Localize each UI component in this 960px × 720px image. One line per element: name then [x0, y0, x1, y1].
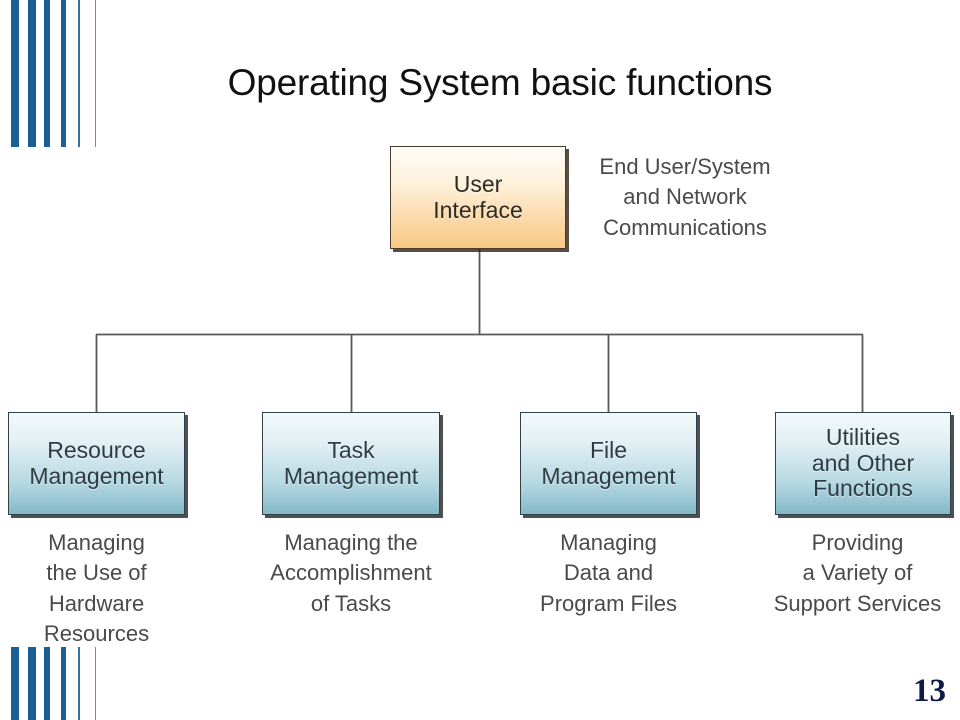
- decor-bar-top-1: [11, 0, 19, 147]
- node-resource-management[interactable]: Resource Management: [8, 412, 185, 515]
- decor-bar-bottom-4: [61, 647, 66, 720]
- node-user-interface-line1: User: [453, 170, 503, 197]
- node-file-management-line2: Management: [541, 462, 676, 489]
- caption-resource-management-line4: Resources: [43, 621, 150, 647]
- node-task-management-line2: Management: [283, 462, 419, 489]
- decor-bar-bottom-3: [44, 647, 50, 720]
- caption-utilities-line1: Providing: [811, 530, 904, 555]
- caption-file-management-line3: Program Files: [540, 590, 677, 616]
- caption-user-interface-line1: End User/System: [599, 154, 771, 179]
- caption-file-management-line2: Data and: [563, 560, 654, 586]
- caption-resource-management: Managing the Use of Hardware Resources: [0, 528, 193, 649]
- decor-bar-top-5: [78, 0, 80, 147]
- caption-user-interface-line3: Communications: [603, 214, 767, 240]
- caption-file-management-line1: Managing: [560, 530, 657, 555]
- node-file-management-line1: File: [589, 436, 628, 463]
- caption-resource-management-line1: Managing: [48, 530, 145, 555]
- caption-utilities: Providing a Variety of Support Services: [755, 528, 960, 619]
- decor-bar-top-3: [44, 0, 50, 147]
- node-utilities-line1: Utilities: [825, 423, 901, 450]
- caption-task-management-line2: Accomplishment: [270, 560, 432, 586]
- page-title: Operating System basic functions: [227, 62, 773, 103]
- decor-bar-top-4: [61, 0, 66, 147]
- decor-bar-bottom-2: [28, 647, 36, 720]
- node-utilities-line2: and Other: [811, 449, 915, 476]
- caption-user-interface-line2: and Network: [623, 184, 747, 210]
- caption-utilities-line3: Support Services: [773, 590, 942, 616]
- caption-task-management-line1: Managing the: [284, 530, 418, 555]
- caption-resource-management-line3: Hardware: [48, 590, 145, 616]
- caption-resource-management-line2: the Use of: [46, 560, 147, 586]
- node-task-management[interactable]: Task Management: [262, 412, 440, 515]
- caption-task-management-line3: of Tasks: [310, 590, 392, 616]
- decor-bar-top-6: [95, 0, 97, 147]
- node-task-management-line1: Task: [327, 436, 375, 463]
- caption-file-management: Managing Data and Program Files: [503, 528, 714, 619]
- node-utilities-and-other-functions[interactable]: Utilities and Other Functions: [775, 412, 951, 515]
- node-user-interface-line2: Interface: [433, 196, 523, 223]
- node-resource-management-line1: Resource: [47, 436, 146, 463]
- caption-utilities-line2: a Variety of: [802, 560, 913, 586]
- decor-bar-bottom-5: [78, 647, 80, 720]
- page-number: 13: [913, 673, 946, 709]
- caption-user-interface: End User/System and Network Communicatio…: [570, 152, 800, 243]
- node-user-interface[interactable]: User Interface: [390, 146, 566, 249]
- caption-task-management: Managing the Accomplishment of Tasks: [243, 528, 459, 619]
- decor-bar-bottom-6: [95, 647, 97, 720]
- decor-bar-bottom-1: [11, 647, 19, 720]
- node-utilities-line3: Functions: [813, 475, 913, 502]
- node-resource-management-line2: Management: [29, 462, 164, 489]
- decor-bar-top-2: [28, 0, 36, 147]
- node-file-management[interactable]: File Management: [520, 412, 697, 515]
